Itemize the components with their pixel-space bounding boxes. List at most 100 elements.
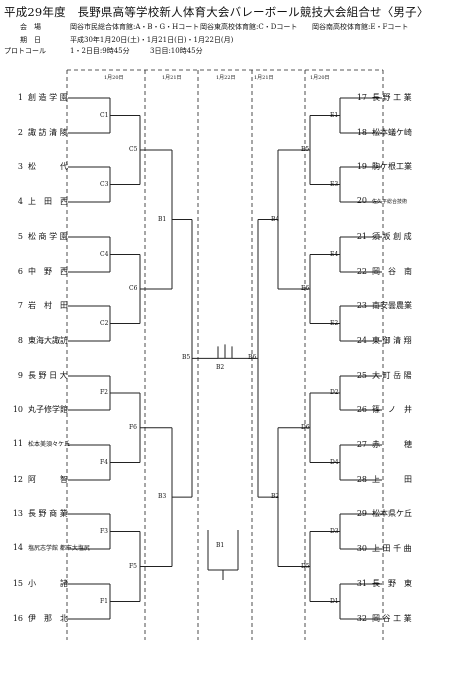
team-number: 18 — [356, 128, 367, 137]
team-number: 24 — [356, 336, 367, 345]
match-label: D4 — [330, 458, 339, 466]
team-name: 須 坂 創 成 — [372, 232, 412, 241]
day-label: 1月20日 — [310, 75, 330, 81]
team-number: 22 — [356, 267, 367, 276]
team-right: 25 大 町 岳 陽 — [356, 370, 412, 381]
match-label: F5 — [129, 562, 137, 570]
team-right: 22 岡 谷 南 — [356, 266, 412, 277]
match-label: C6 — [129, 285, 138, 292]
match-label: C4 — [100, 250, 109, 258]
team-name: 中 野 西 — [28, 267, 68, 276]
team-name: 赤 穂 — [372, 440, 412, 449]
team-number: 10 — [12, 405, 23, 414]
team-name: 松本蟻ケ崎 — [372, 128, 412, 137]
team-right: 19 駒ケ根工業 — [356, 161, 412, 172]
match-label: C3 — [100, 180, 109, 188]
match-label: C5 — [129, 146, 138, 153]
team-name: 創 造 学 園 — [28, 93, 68, 102]
match-label: E3 — [330, 180, 339, 188]
team-number: 28 — [356, 475, 367, 484]
team-number: 26 — [356, 405, 367, 414]
match-label: F1 — [100, 597, 108, 605]
team-name: 佐久平総合技術 — [372, 199, 408, 205]
team-number: 3 — [17, 162, 23, 171]
team-name: 長 野 日 大 — [28, 371, 68, 380]
protocol-label: プロトコール — [4, 47, 46, 55]
venue-1: 岡谷市民総合体育館:A・B・G・Hコート — [70, 23, 200, 31]
match-label: E6 — [301, 285, 310, 292]
team-left: 10 丸子修学館 — [12, 404, 68, 415]
period-label: 期 日 — [20, 36, 41, 44]
venue-2: 岡谷東高校体育館:C・Dコート — [200, 23, 298, 31]
venue-label: 会 場 — [20, 23, 41, 31]
team-name: 長 野 東 — [372, 579, 412, 588]
team-number: 13 — [12, 509, 23, 518]
team-left: 3 松 代 — [12, 161, 68, 172]
match-label: B6 — [248, 354, 257, 362]
team-name: 東 御 清 翔 — [372, 336, 412, 345]
team-left: 9 長 野 日 大 — [12, 370, 68, 381]
team-number: 31 — [356, 579, 367, 588]
team-left: 6 中 野 西 — [12, 266, 68, 277]
match-label: B5 — [182, 354, 191, 362]
team-number: 21 — [356, 232, 367, 241]
team-number: 14 — [12, 543, 23, 552]
team-name: 上 田 — [372, 475, 412, 484]
match-label: F4 — [100, 458, 108, 466]
match-label: D2 — [330, 389, 339, 396]
team-name: 丸子修学館 — [28, 405, 68, 414]
team-number: 8 — [17, 336, 23, 345]
team-number: 19 — [356, 162, 367, 171]
team-number: 2 — [17, 128, 23, 137]
match-label: E2 — [330, 319, 339, 327]
match-label: B3 — [158, 493, 167, 501]
team-name: 松 代 — [28, 162, 68, 171]
team-number: 6 — [17, 267, 23, 276]
team-right: 28 上 田 — [356, 474, 412, 485]
team-name: 南安曇農業 — [372, 301, 412, 310]
match-label: F6 — [129, 423, 137, 431]
team-right: 18 松本蟻ケ崎 — [356, 127, 412, 138]
page-title: 平成29年度 長野県高等学校新人体育大会バレーボール競技大会組合せ〈男子〉 — [4, 5, 429, 19]
team-number: 25 — [356, 371, 367, 380]
day-label: 1月20日 — [104, 75, 124, 81]
team-name: 小 諸 — [28, 579, 68, 588]
team-name: 松本県ケ丘 — [372, 509, 412, 518]
team-name: 篠 ノ 井 — [372, 405, 412, 414]
team-number: 16 — [12, 614, 23, 623]
match-label: B2 — [271, 493, 280, 501]
team-left: 2 諏 訪 清 陵 — [12, 127, 68, 138]
team-name: 駒ケ根工業 — [372, 162, 412, 171]
match-label: B1 — [216, 542, 225, 549]
team-left: 11 松本美須々ケ丘 — [12, 439, 70, 448]
team-name: 岡 谷 工 業 — [372, 614, 412, 623]
team-name: 松 商 学 園 — [28, 232, 68, 241]
team-number: 9 — [17, 371, 23, 380]
team-name: 岡 谷 南 — [372, 267, 412, 276]
match-label: D6 — [301, 423, 310, 431]
team-left: 13 長 野 商 業 — [12, 508, 68, 519]
team-name: 長 野 商 業 — [28, 509, 68, 518]
period-value: 平成30年1月20日(土)・1月21日(日)・1月22日(月) — [70, 36, 234, 44]
match-label: E1 — [330, 111, 339, 119]
team-right: 26 篠 ノ 井 — [356, 404, 412, 415]
team-number: 4 — [17, 197, 23, 206]
match-label: C1 — [100, 111, 109, 119]
match-label: B1 — [158, 215, 167, 223]
match-label: C2 — [100, 319, 109, 327]
day-label: 1月22日 — [216, 75, 236, 81]
team-name: 松本美須々ケ丘 — [28, 441, 71, 448]
team-number: 7 — [17, 301, 23, 310]
team-number: 11 — [12, 439, 23, 448]
team-name: 諏 訪 清 陵 — [28, 128, 68, 137]
team-name: 大 町 岳 陽 — [372, 371, 412, 380]
